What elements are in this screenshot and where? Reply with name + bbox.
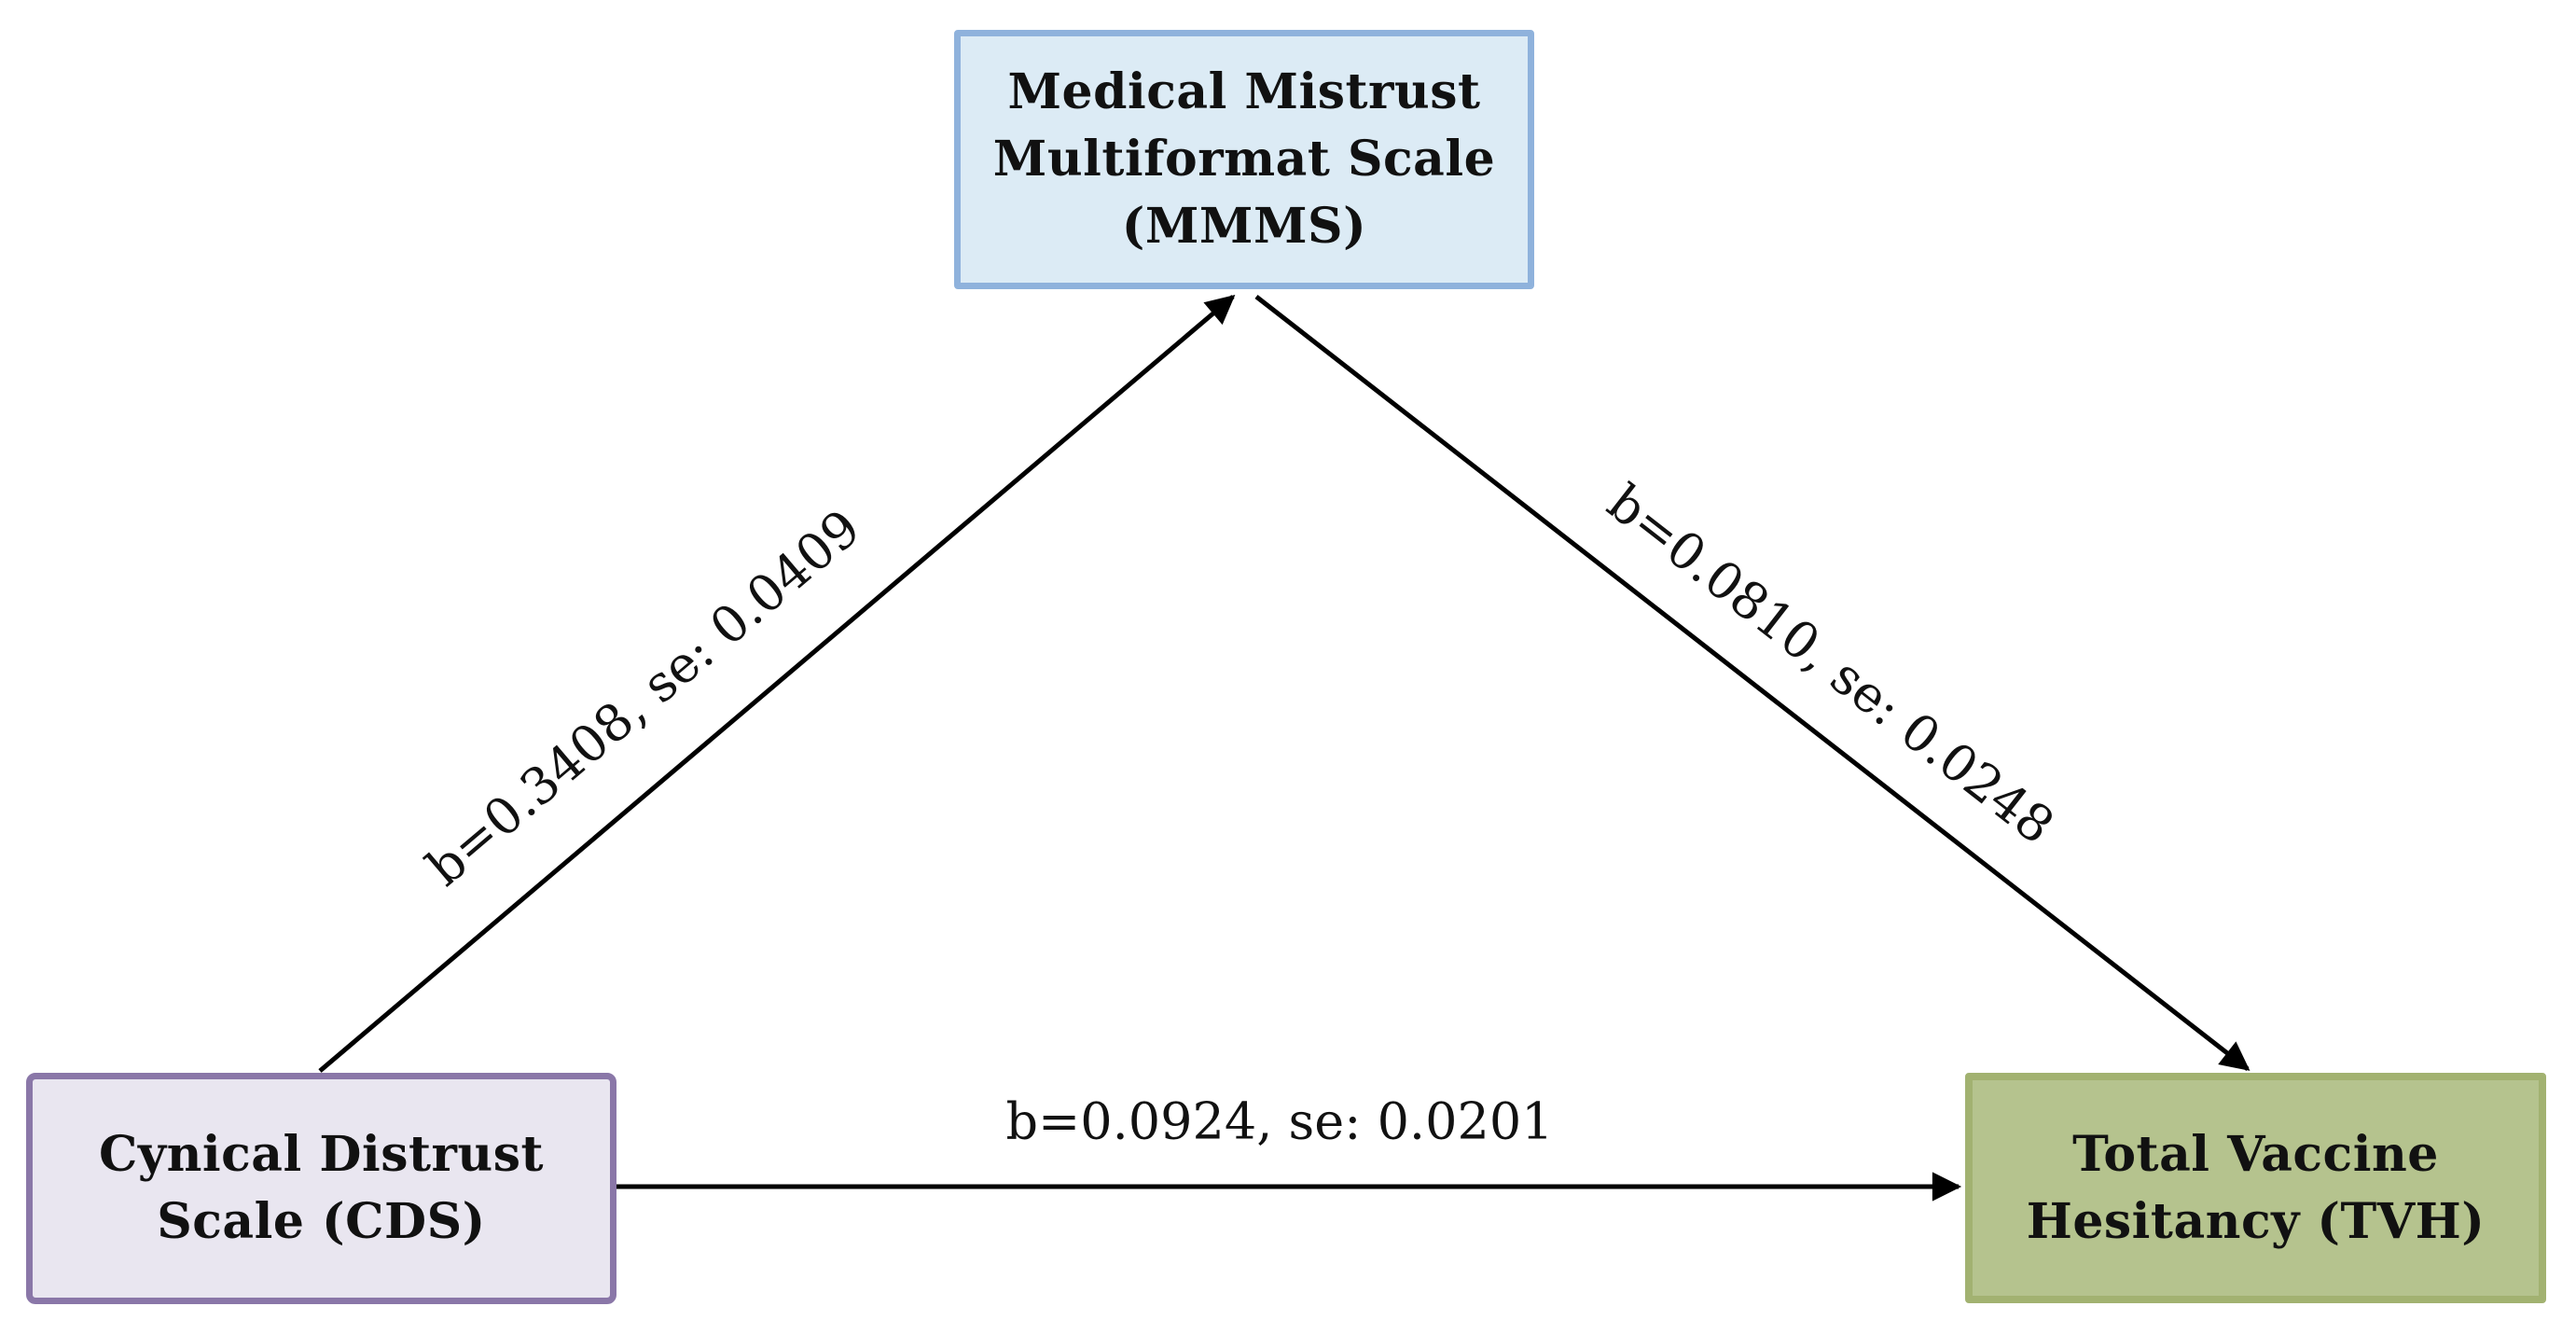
- node-cds: Cynical Distrust Scale (CDS): [26, 1073, 616, 1304]
- arrow-mmms-to-tvh: [1254, 295, 2251, 1071]
- edge-label-cds-to-tvh: b=0.0924, se: 0.0201: [1005, 1091, 1554, 1151]
- node-mmms-label: Medical Mistrust Multiformat Scale (MMMS…: [992, 63, 1496, 255]
- arrow-cds-to-mmms: [318, 294, 1236, 1073]
- node-cds-label: Cynical Distrust Scale (CDS): [98, 1126, 544, 1250]
- node-tvh-label: Total Vaccine Hesitancy (TVH): [2026, 1125, 2486, 1250]
- node-tvh: Total Vaccine Hesitancy (TVH): [1965, 1073, 2546, 1303]
- node-mmms: Medical Mistrust Multiformat Scale (MMMS…: [954, 30, 1534, 289]
